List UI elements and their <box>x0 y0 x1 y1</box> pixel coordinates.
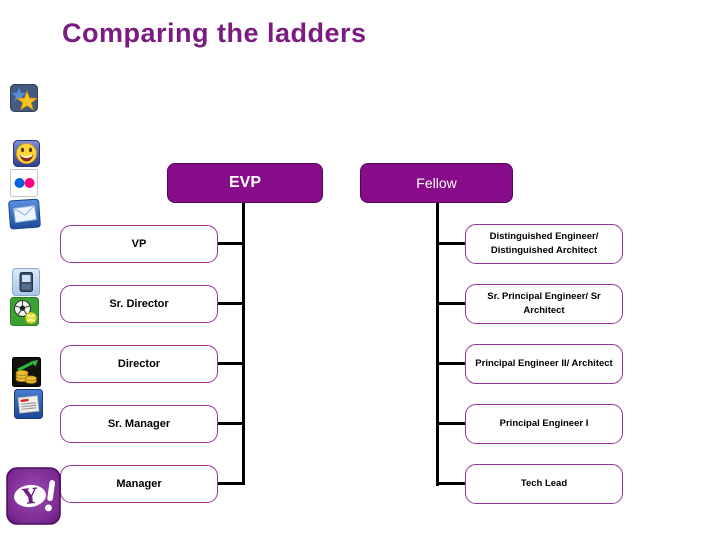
management-rung-sr-director: Sr. Director <box>60 285 218 323</box>
connector-line <box>436 242 467 245</box>
connector-line <box>436 362 467 365</box>
connector-line <box>214 302 245 305</box>
rung-label: Principal Engineer II/ Architect <box>475 358 613 370</box>
svg-text:Y: Y <box>20 483 40 510</box>
management-rung-sr-manager: Sr. Manager <box>60 405 218 443</box>
rung-label: Director <box>117 358 161 370</box>
rung-label: Sr. Director <box>109 298 169 310</box>
management-rung-vp: VP <box>60 225 218 263</box>
rung-label: VP <box>131 238 147 250</box>
fellow-label: Fellow <box>416 175 457 191</box>
favorites-star-icon <box>10 84 38 112</box>
connector-line <box>214 422 245 425</box>
yahoo-logo: Y <box>6 467 61 525</box>
messenger-smiley-icon <box>13 140 40 167</box>
rung-label: Principal Engineer I <box>499 418 589 430</box>
management-ladder-connector-line <box>242 203 245 485</box>
evp-label: EVP <box>228 174 261 191</box>
finance-icon <box>12 357 41 387</box>
connector-line <box>436 482 467 485</box>
rung-label: Distinguished Engineer/ Distinguished Ar… <box>489 231 599 256</box>
technical-ladder-header-box: Fellow <box>360 163 513 203</box>
rung-label: Sr. Manager <box>107 418 171 430</box>
management-rung-director: Director <box>60 345 218 383</box>
connector-line <box>214 242 245 245</box>
rung-label: Sr. Principal Engineer/ Sr Architect <box>487 291 601 316</box>
sports-icon <box>10 297 39 326</box>
rung-label: Tech Lead <box>520 478 568 490</box>
mail-icon <box>8 197 42 231</box>
flickr-icon <box>10 169 38 197</box>
connector-line <box>436 302 467 305</box>
connector-line <box>214 362 245 365</box>
technical-rung-principal-engineer-i: Principal Engineer I <box>465 404 623 444</box>
technical-ladder-connector-line <box>436 203 439 486</box>
rung-label: Manager <box>116 478 162 490</box>
connector-line <box>436 422 467 425</box>
mobile-phone-icon <box>12 268 40 296</box>
slide-title: Comparing the ladders <box>62 18 367 48</box>
technical-rung-sr-principal-engineer: Sr. Principal Engineer/ Sr Architect <box>465 284 623 324</box>
technical-rung-principal-engineer-ii: Principal Engineer II/ Architect <box>465 344 623 384</box>
news-icon <box>14 389 43 419</box>
technical-rung-distinguished-engineer: Distinguished Engineer/ Distinguished Ar… <box>465 224 623 264</box>
management-ladder-header-box: EVP <box>167 163 323 203</box>
management-rung-manager: Manager <box>60 465 218 503</box>
technical-rung-tech-lead: Tech Lead <box>465 464 623 504</box>
connector-line <box>214 482 245 485</box>
